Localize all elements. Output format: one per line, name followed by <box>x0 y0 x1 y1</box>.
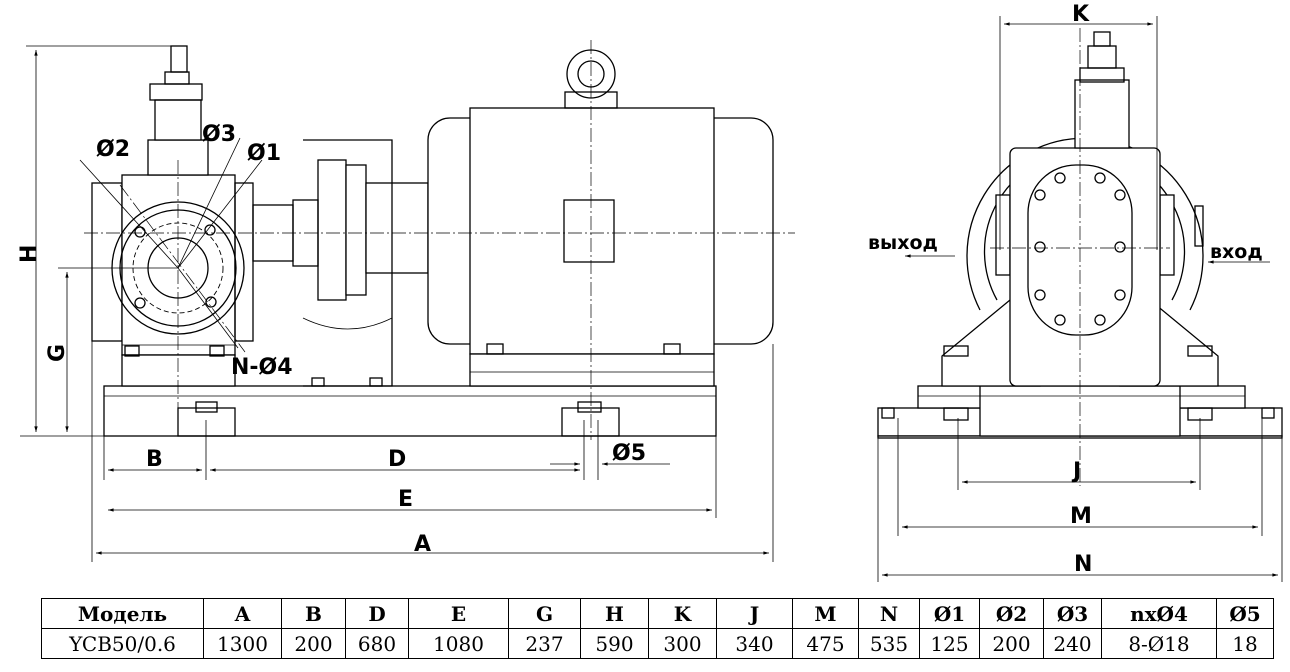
anchor-bolt-right <box>561 401 620 437</box>
label-d: D <box>388 447 406 472</box>
label-k: K <box>1072 2 1090 27</box>
label-d5: Ø5 <box>612 441 646 466</box>
label-b: B <box>146 447 163 472</box>
label-d3: Ø3 <box>202 122 236 147</box>
header-cell: Ø2 <box>979 598 1044 629</box>
label-m: M <box>1070 504 1092 529</box>
label-outlet: выход <box>868 232 938 254</box>
table-cell: 535 <box>858 628 920 659</box>
table-cell: 340 <box>716 628 793 659</box>
table-row: YCB50/0.6 1300 200 680 1080 237 590 300 … <box>41 628 1274 659</box>
header-cell: Ø5 <box>1216 598 1274 629</box>
table-cell: YCB50/0.6 <box>41 628 204 659</box>
table-cell: 1080 <box>408 628 509 659</box>
header-cell: M <box>792 598 859 629</box>
label-j: J <box>1071 459 1081 484</box>
table-cell: 18 <box>1216 628 1274 659</box>
label-d2: Ø2 <box>96 137 130 162</box>
relief-valve <box>147 45 209 176</box>
header-cell: Ø3 <box>1043 598 1102 629</box>
side-view: H G B D Ø5 E A Ø2 Ø3 Ø1 N-Ø4 <box>17 40 795 562</box>
header-cell: nxØ4 <box>1101 598 1217 629</box>
label-a: A <box>414 532 431 557</box>
header-cell: G <box>508 598 581 629</box>
label-n: N <box>1074 552 1092 577</box>
header-cell: Модель <box>41 598 204 629</box>
label-e: E <box>398 487 413 512</box>
table-cell: 590 <box>580 628 649 659</box>
label-n-d4: N-Ø4 <box>231 355 293 380</box>
header-cell: K <box>648 598 717 629</box>
table-cell: 237 <box>508 628 581 659</box>
table-cell: 680 <box>345 628 409 659</box>
table-cell: 240 <box>1043 628 1102 659</box>
pump-dimension-drawing: H G B D Ø5 E A Ø2 Ø3 Ø1 N-Ø4 <box>17 2 1283 582</box>
table-cell: 8-Ø18 <box>1101 628 1217 659</box>
table-cell: 300 <box>648 628 717 659</box>
header-cell: A <box>203 598 282 629</box>
header-cell: N <box>858 598 920 629</box>
table-cell: 475 <box>792 628 859 659</box>
label-d1: Ø1 <box>247 141 281 166</box>
table-cell: 200 <box>281 628 346 659</box>
label-inlet: вход <box>1210 241 1263 263</box>
label-h: H <box>17 245 42 263</box>
table-header-row: Модель A B D E G H K J M N Ø1 Ø2 Ø3 nxØ4… <box>41 598 1274 629</box>
header-cell: J <box>716 598 793 629</box>
coupling <box>252 139 429 387</box>
table-cell: 200 <box>979 628 1044 659</box>
header-cell: Ø1 <box>919 598 980 629</box>
spec-table: Модель A B D E G H K J M N Ø1 Ø2 Ø3 nxØ4… <box>41 598 1274 659</box>
table-cell: 125 <box>919 628 980 659</box>
pump-body <box>91 174 254 387</box>
front-view: K выход вход J M N <box>868 2 1283 582</box>
header-cell: H <box>580 598 649 629</box>
electric-motor <box>427 49 774 387</box>
header-cell: E <box>408 598 509 629</box>
table-cell: 1300 <box>203 628 282 659</box>
header-cell: B <box>281 598 346 629</box>
anchor-bolt-left <box>177 401 236 437</box>
label-g: G <box>45 344 70 362</box>
header-cell: D <box>345 598 409 629</box>
